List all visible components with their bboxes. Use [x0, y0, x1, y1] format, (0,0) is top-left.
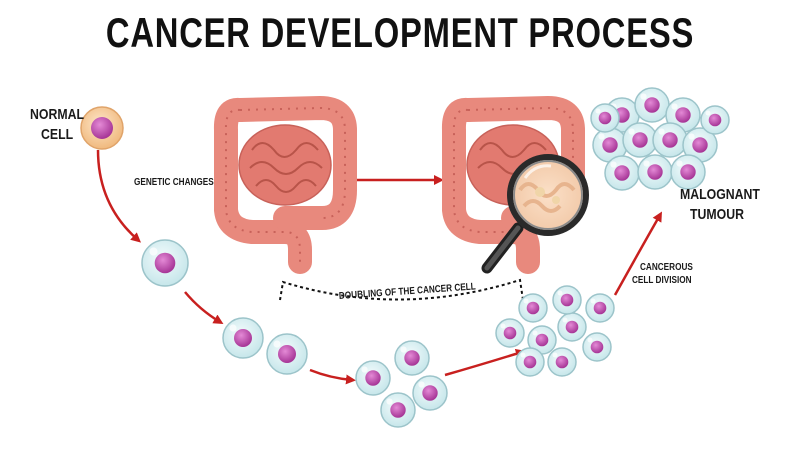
magnifier-icon	[481, 154, 589, 274]
doubling-arc	[279, 278, 524, 301]
cluster-cell-3	[527, 325, 557, 355]
tumour-cell-6	[652, 122, 688, 158]
cluster-cell-1	[495, 318, 525, 348]
label-cancerous: CANCEROUS	[640, 262, 693, 273]
quad-cell-4	[380, 392, 416, 428]
label-tumour: TUMOUR	[690, 206, 744, 223]
arrow-cell2-to-cell4	[309, 368, 356, 385]
quad-cell-3	[412, 375, 448, 411]
quad-cell-1	[355, 360, 391, 396]
tumour-cell-9	[637, 154, 673, 190]
tumour-cell-10	[670, 154, 706, 190]
label-malognant: MALOGNANT	[680, 186, 760, 203]
label-normal: NORMAL	[30, 106, 84, 123]
tumour-cell-5	[622, 122, 658, 158]
arrow-cell4-to-cluster	[444, 348, 526, 377]
dividing-cell-1	[222, 317, 264, 359]
cluster-cell-2	[518, 293, 548, 323]
tumour-cell-12	[700, 105, 730, 135]
cluster-cell-6	[582, 332, 612, 362]
tumour-cell-2	[634, 87, 670, 123]
cluster-cell-8	[515, 347, 545, 377]
cell-group	[141, 87, 730, 428]
arrow-cluster-to-tumour	[613, 211, 662, 296]
arrow-cell1-to-cell2	[184, 291, 224, 325]
page-title: CANCER DEVELOPMENT PROCESS	[105, 9, 695, 56]
label-cell-division: CELL DIVISION	[632, 275, 692, 286]
cluster-cell-4	[557, 312, 587, 342]
arrow-normal-to-cell1	[96, 149, 142, 243]
cluster-cell-9	[552, 285, 582, 315]
intestine-healthy-icon	[213, 95, 357, 274]
cluster-cell-5	[585, 293, 615, 323]
process-arrows	[96, 149, 662, 385]
tumour-cell-11	[590, 103, 620, 133]
tumour-cell-7	[682, 127, 718, 163]
label-cell: CELL	[41, 126, 74, 143]
cluster-cell-7	[547, 347, 577, 377]
normal-cell	[80, 106, 124, 150]
tumour-cell-8	[604, 155, 640, 191]
label-genetic-changes: GENETIC CHANGES	[134, 177, 214, 188]
quad-cell-2	[394, 340, 430, 376]
dividing-cell-2	[266, 333, 308, 375]
single-cell	[141, 239, 189, 287]
